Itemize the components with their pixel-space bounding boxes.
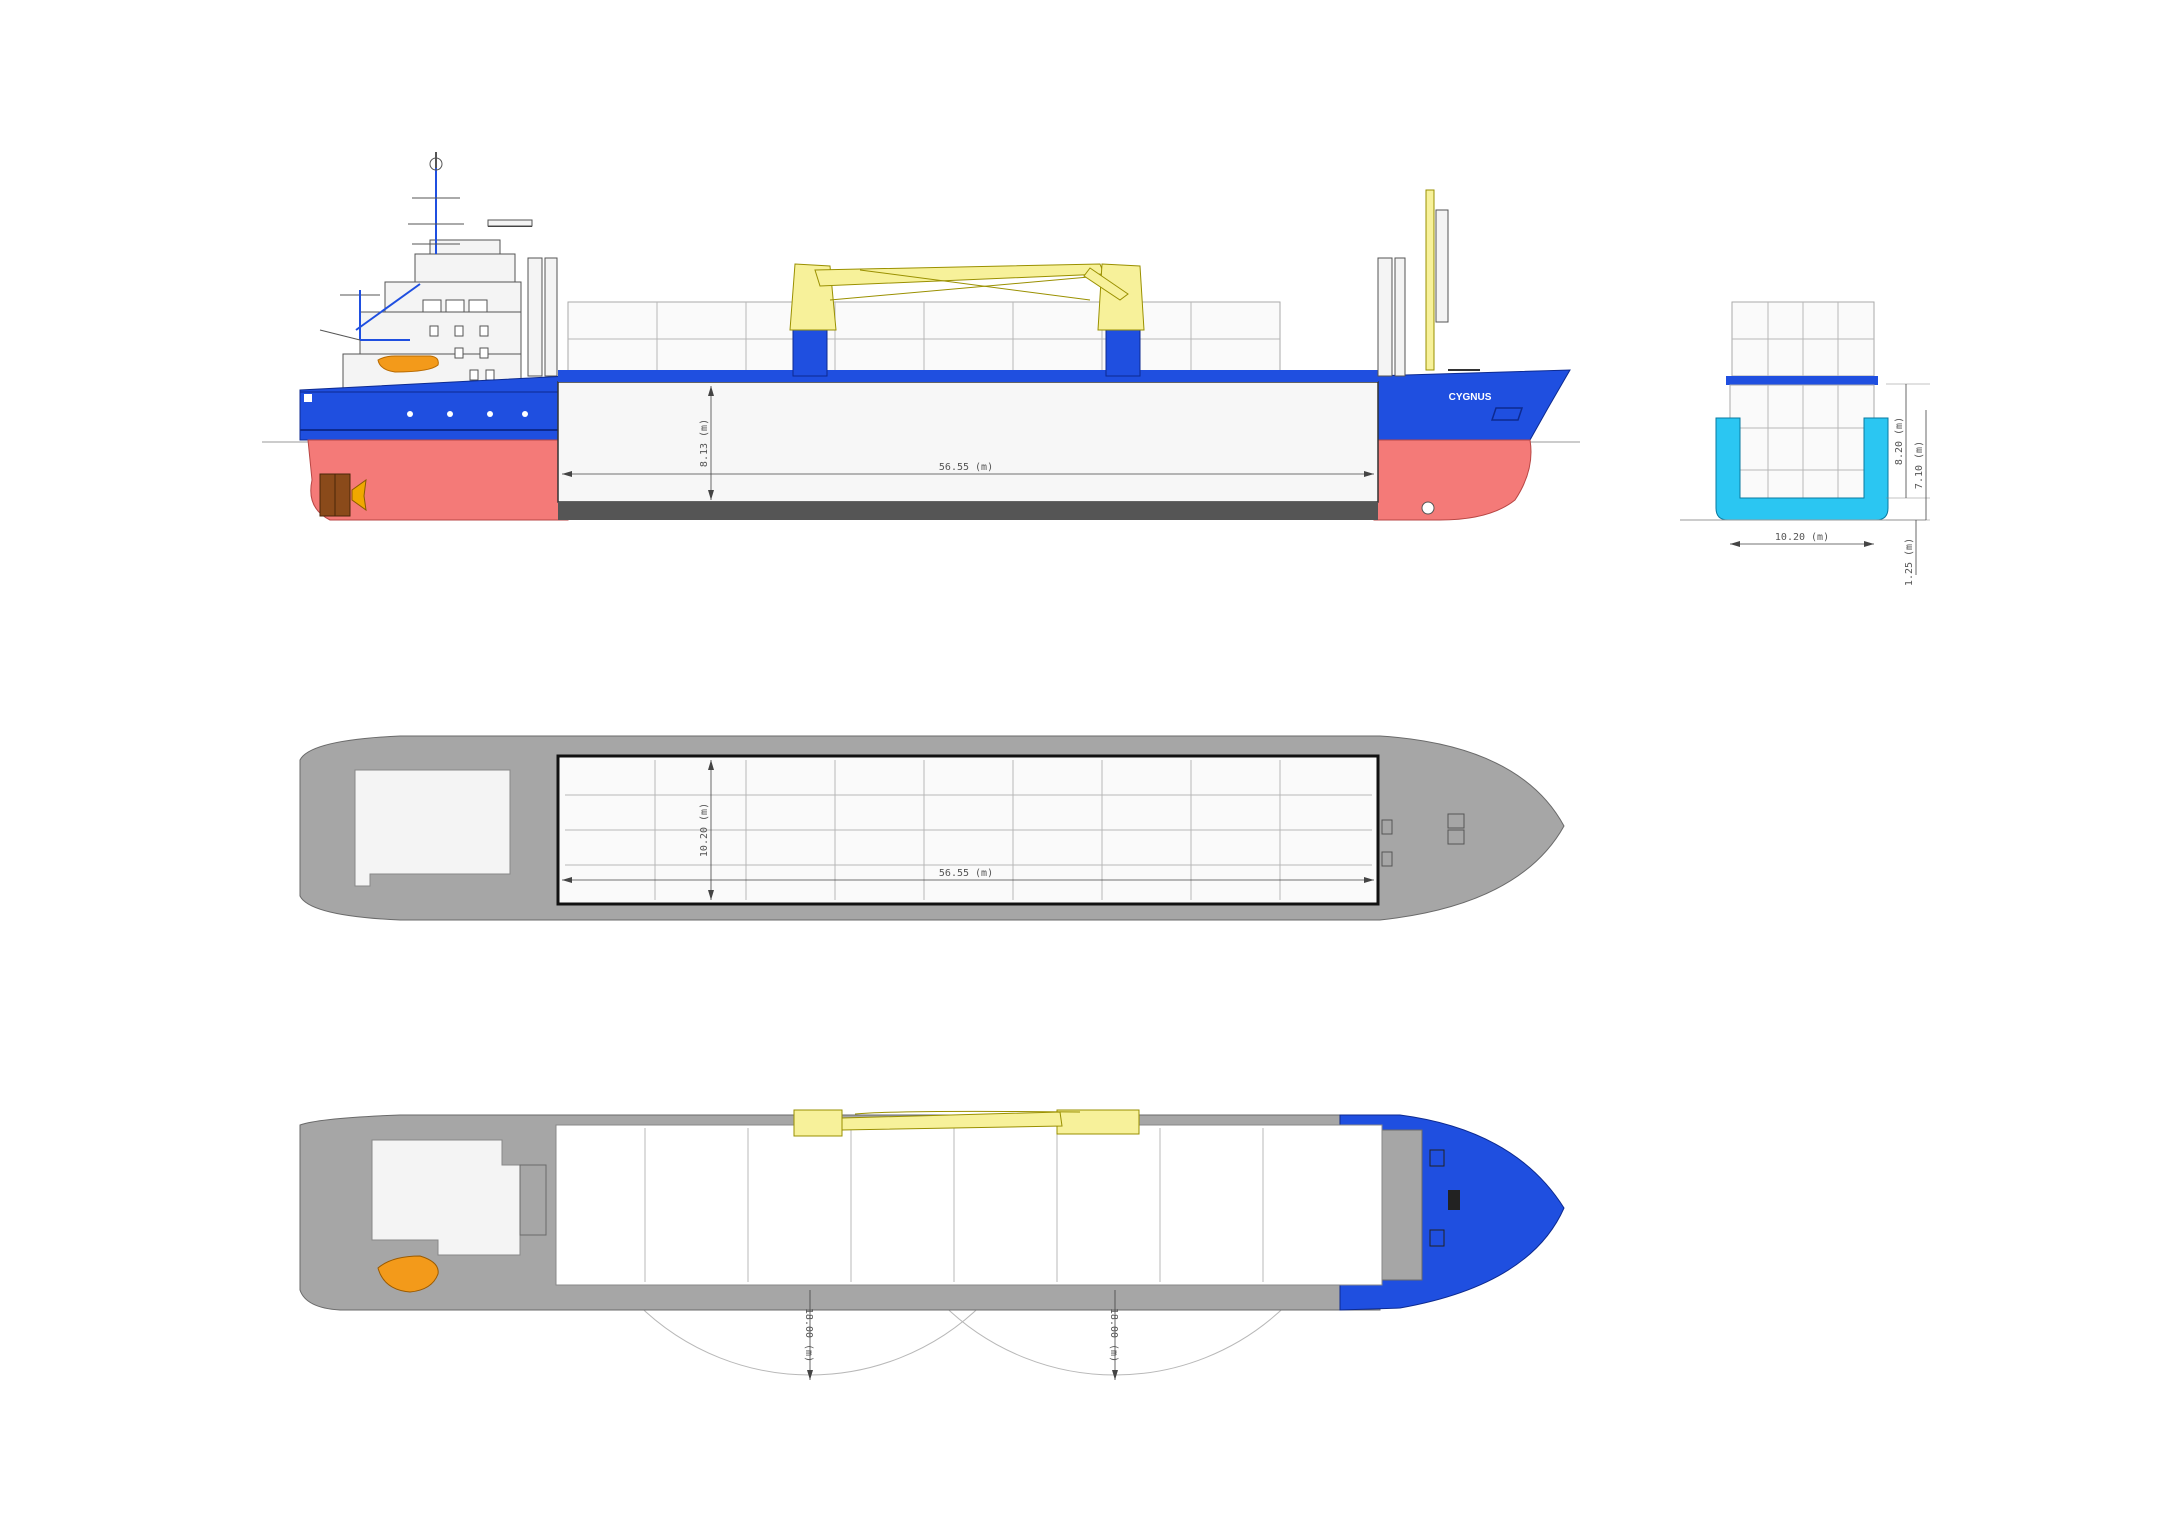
hull-bottom-fwd — [1373, 439, 1532, 521]
vent-icon — [1381, 851, 1393, 867]
porthole — [407, 411, 413, 417]
accommodation-block — [371, 1139, 521, 1256]
winch-icon — [1429, 1229, 1445, 1247]
propeller-icon — [351, 478, 367, 512]
porthole — [522, 411, 528, 417]
profile-view: 56.55 (m) 8.13 (m) — [262, 152, 1580, 521]
deck-containers — [567, 301, 1281, 377]
crane-fwd-icon — [859, 263, 1145, 377]
crane-aft-icon — [789, 263, 1105, 377]
cargo-hold-profile — [557, 381, 1379, 503]
vent-icon — [1381, 819, 1393, 835]
hatch-icon — [1447, 829, 1465, 845]
hatch-coaming — [558, 370, 1378, 382]
main-deck-view: 18.00 (m) 18.00 (m) — [299, 1109, 1565, 1380]
section-height-dimensions: 8.20 (m) 7.10 (m) 1.25 (m) — [1886, 383, 1930, 586]
porthole — [447, 411, 453, 417]
superstructure — [342, 225, 558, 389]
plan-length-label: 56.55 (m) — [939, 868, 993, 879]
double-bottom — [558, 502, 1378, 520]
mast-icon — [319, 152, 533, 341]
crane-radius-fwd-label: 18.00 (m) — [1108, 1308, 1119, 1362]
lifeboat-icon — [377, 355, 439, 373]
window — [304, 394, 312, 402]
plan-breadth-dimension: 10.20 (m) — [699, 760, 714, 900]
crane-boom-stowed — [793, 1109, 1140, 1137]
hold-length-dimension: 56.55 (m) — [562, 462, 1374, 477]
hull-bottom — [307, 439, 569, 521]
vessel-name: CYGNUS — [1449, 392, 1492, 403]
crane-radius-aft-label: 18.00 (m) — [803, 1308, 814, 1362]
hold-height-label: 8.13 (m) — [699, 419, 710, 467]
crane-radius-dimension-fwd: 18.00 (m) — [1108, 1290, 1119, 1380]
anchor-pocket-icon — [1490, 407, 1524, 421]
double-bottom-label: 1.25 (m) — [1904, 538, 1915, 586]
windlass-icon — [1448, 1190, 1460, 1210]
hold-height-dimension: 8.13 (m) — [699, 386, 714, 500]
winch-icon — [1429, 1149, 1445, 1167]
hatch-opening — [555, 1124, 1383, 1286]
plan-view: 10.20 (m) 56.55 (m) — [299, 735, 1565, 921]
plan-length-dimension: 56.55 (m) — [562, 868, 1374, 883]
crane-radius-dimension-aft: 18.00 (m) — [803, 1290, 814, 1380]
bow-thruster-icon — [1421, 501, 1435, 515]
midship-section-view: 10.20 (m) 8.20 (m) 7.10 (m) 1.25 (m) — [1680, 301, 1930, 586]
section-height-inner-label: 7.10 (m) — [1914, 441, 1925, 489]
section-breadth-dimension: 10.20 (m) — [1730, 532, 1874, 547]
porthole — [487, 411, 493, 417]
hold-length-label: 56.55 (m) — [939, 462, 993, 473]
section-height-total-label: 8.20 (m) — [1894, 417, 1905, 465]
section-breadth-label: 10.20 (m) — [1775, 532, 1829, 543]
lifeboat-icon — [377, 1255, 439, 1293]
plan-breadth-label: 10.20 (m) — [699, 803, 710, 857]
engine-room-casing — [354, 769, 511, 887]
hatch-icon — [1447, 813, 1465, 829]
forward-mast-icon — [1377, 189, 1480, 377]
